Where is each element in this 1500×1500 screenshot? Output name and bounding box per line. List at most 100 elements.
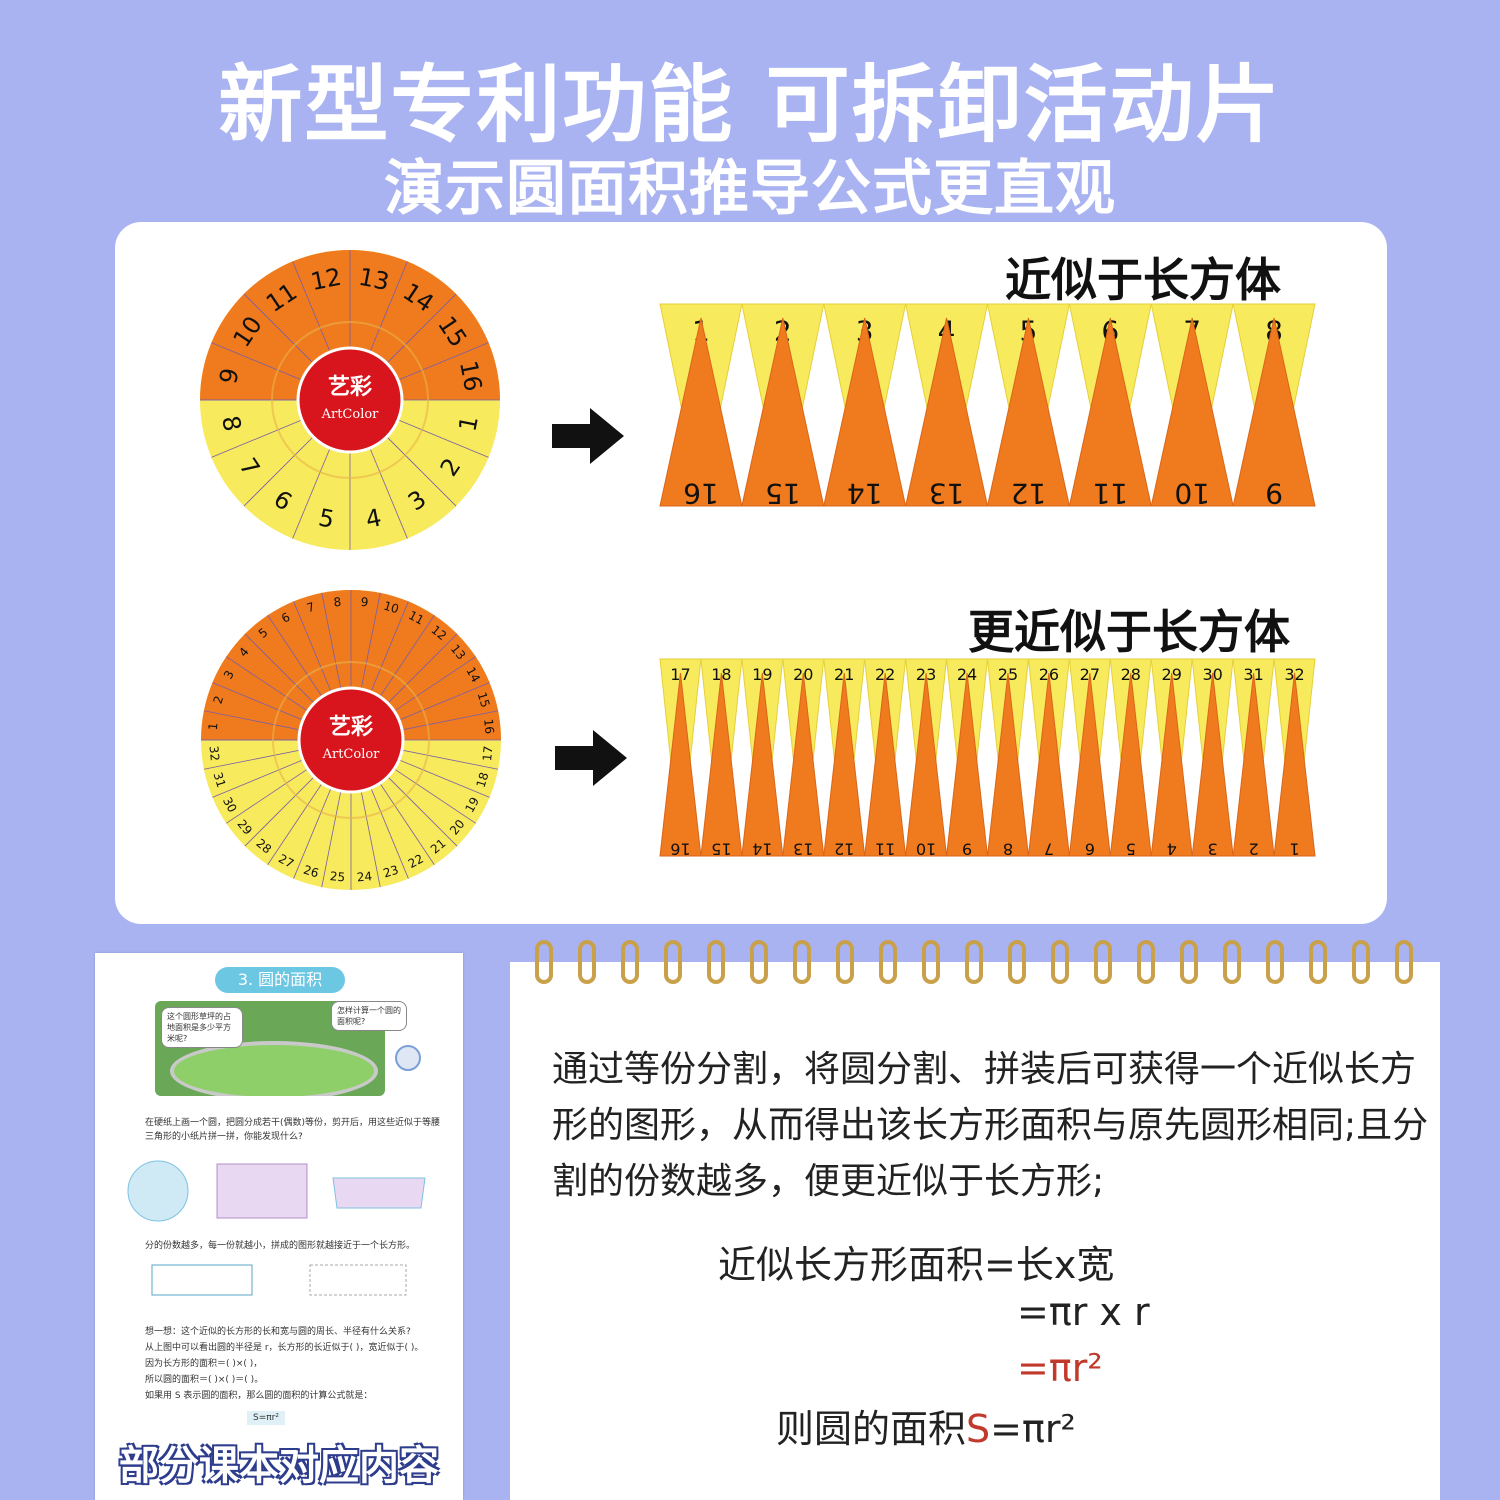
formula-line-1: 近似长方形面积=长x宽 xyxy=(718,1234,1114,1289)
binding-ring xyxy=(1008,940,1026,984)
strip-16-pieces: 12345678161514131211109 xyxy=(659,303,1316,510)
binding-ring xyxy=(707,940,725,984)
arrow-right-icon xyxy=(552,408,624,464)
formula-line-2: =πr x r xyxy=(1017,1290,1150,1334)
textbook-diagram-2 xyxy=(151,1264,407,1296)
strip-bottom-label: 2 xyxy=(1249,840,1259,859)
strip-bottom-label: 12 xyxy=(834,840,854,859)
textbook-text-7: 如果用 S 表示圆的面积，那么圆的面积的计算公式就是： xyxy=(145,1391,373,1401)
binding-ring xyxy=(965,940,983,984)
disc-label: 11 xyxy=(406,608,426,628)
robot-icon xyxy=(395,1045,421,1071)
binding-ring xyxy=(922,940,940,984)
strip-orange-wedge xyxy=(1232,672,1275,857)
strip-orange-wedge xyxy=(659,317,743,507)
disc-label: 16 xyxy=(454,358,487,393)
binding-ring xyxy=(750,940,768,984)
disc-label: 26 xyxy=(302,863,321,881)
binding-ring xyxy=(1309,940,1327,984)
lawn-ellipse xyxy=(170,1041,378,1096)
binding-ring xyxy=(1051,940,1069,984)
strip-orange-wedge xyxy=(864,672,907,857)
strip-orange-wedge xyxy=(1068,317,1152,507)
strip-orange-wedge xyxy=(1068,672,1111,857)
speech-bubble-left: 这个圆形草坪的占地面积是多少平方米呢? xyxy=(161,1007,243,1048)
textbook-text-3: 想一想：这个近似的长方形的长和宽与圆的周长、半径有什么关系? xyxy=(145,1327,411,1337)
notebook-page: 通过等份分割，将圆分割、拼装后可获得一个近似长方形的图形，从而得出该长方形面积与… xyxy=(510,962,1440,1500)
strip-bottom-label: 12 xyxy=(1011,477,1047,510)
strip-orange-wedge xyxy=(1232,317,1316,507)
strip-bottom-label: 8 xyxy=(1003,840,1013,859)
disc-label: 22 xyxy=(406,851,426,871)
strip-orange-wedge xyxy=(659,672,702,857)
strip-bottom-label: 6 xyxy=(1085,840,1095,859)
textbook-page: 3. 圆的面积 这个圆形草坪的占地面积是多少平方米呢? 怎样计算一个圆的面积呢?… xyxy=(95,953,463,1500)
strip-bottom-label: 15 xyxy=(711,840,731,859)
strip-orange-wedge xyxy=(946,672,989,857)
headline-sub: 演示圆面积推导公式更直观 xyxy=(384,154,1116,224)
label-more-approx-cuboid: 更近似于长方体 xyxy=(968,605,1290,659)
strip-bottom-label: 10 xyxy=(916,840,936,859)
strip-orange-wedge xyxy=(741,672,784,857)
binding-ring xyxy=(1094,940,1112,984)
notebook-paragraph: 通过等份分割，将圆分割、拼装后可获得一个近似长方形的图形，从而得出该长方形面积与… xyxy=(552,1049,1429,1202)
disc-label: 16 xyxy=(481,718,496,735)
strip-orange-wedge xyxy=(986,317,1070,507)
strip-bottom-label: 13 xyxy=(929,477,965,510)
artcolor-logo xyxy=(297,686,405,794)
formula-value-1: =长x宽 xyxy=(984,1243,1115,1287)
disc-label: 2 xyxy=(211,694,227,705)
strip-bottom-label: 10 xyxy=(1174,477,1210,510)
strip-orange-wedge xyxy=(1150,317,1234,507)
strip-bottom-label: 9 xyxy=(962,840,972,859)
binding-ring xyxy=(793,940,811,984)
strip-bottom-label: 7 xyxy=(1044,840,1054,859)
strip-bottom-label: 14 xyxy=(752,840,772,859)
disc-label: 31 xyxy=(211,771,229,790)
disc-label: 7 xyxy=(305,600,316,616)
strip-bottom-label: 1 xyxy=(1289,840,1299,859)
disc-label: 9 xyxy=(214,366,244,386)
strip-bottom-label: 13 xyxy=(793,840,813,859)
strip-orange-wedge xyxy=(823,317,907,507)
disc-label: 1 xyxy=(453,413,483,433)
formula-line-3: =πr² xyxy=(1017,1346,1103,1390)
disc-label: 14 xyxy=(463,665,483,685)
textbook-text-1: 在硬纸上画一个圆，把圆分成若干(偶数)等份，剪开后，用这些近似于等腰三角形的小纸… xyxy=(145,1118,441,1142)
textbook-formula: S=πr² xyxy=(247,1411,285,1425)
disc-label: 18 xyxy=(474,771,492,790)
textbook-title: 3. 圆的面积 xyxy=(215,967,345,993)
strip-orange-wedge xyxy=(1191,672,1234,857)
strip-orange-wedge xyxy=(986,672,1029,857)
binding-ring xyxy=(664,940,682,984)
formula-value-4: =πr² xyxy=(990,1407,1076,1451)
disc-label: 4 xyxy=(363,503,383,533)
disc-label: 25 xyxy=(329,869,346,884)
strip-bottom-label: 4 xyxy=(1167,840,1177,859)
binding-ring xyxy=(1223,940,1241,984)
binding-ring xyxy=(1137,940,1155,984)
textbook-text-4: 从上图中可以看出圆的半径是 r，长方形的长近似于( )，宽近似于( )。 xyxy=(145,1343,424,1353)
disc-inner-ring xyxy=(271,321,429,479)
disc-label: 13 xyxy=(356,263,391,296)
disc-label: 32 xyxy=(206,745,221,762)
disc-label: 19 xyxy=(462,795,482,815)
binding-ring xyxy=(836,940,854,984)
disc-label: 12 xyxy=(308,263,343,296)
binding-ring xyxy=(1266,940,1284,984)
strip-bottom-label: 11 xyxy=(875,840,895,859)
textbook-text-6: 所以圆的面积＝( )×( )＝( )。 xyxy=(145,1375,264,1385)
binding-ring xyxy=(621,940,639,984)
logo-cn: 艺彩 xyxy=(328,374,372,400)
disc-label: 1 xyxy=(206,722,221,731)
strip-32-pieces: 1718192021222324252627282930313216151413… xyxy=(659,658,1316,859)
binding-ring xyxy=(1352,940,1370,984)
disc-label: 8 xyxy=(333,595,342,610)
disc-label: 15 xyxy=(475,690,493,709)
disc-label: 23 xyxy=(382,863,401,881)
binding-ring xyxy=(1395,940,1413,984)
artcolor-logo xyxy=(296,346,404,454)
speech-bubble-right: 怎样计算一个圆的面积呢? xyxy=(331,1001,407,1031)
